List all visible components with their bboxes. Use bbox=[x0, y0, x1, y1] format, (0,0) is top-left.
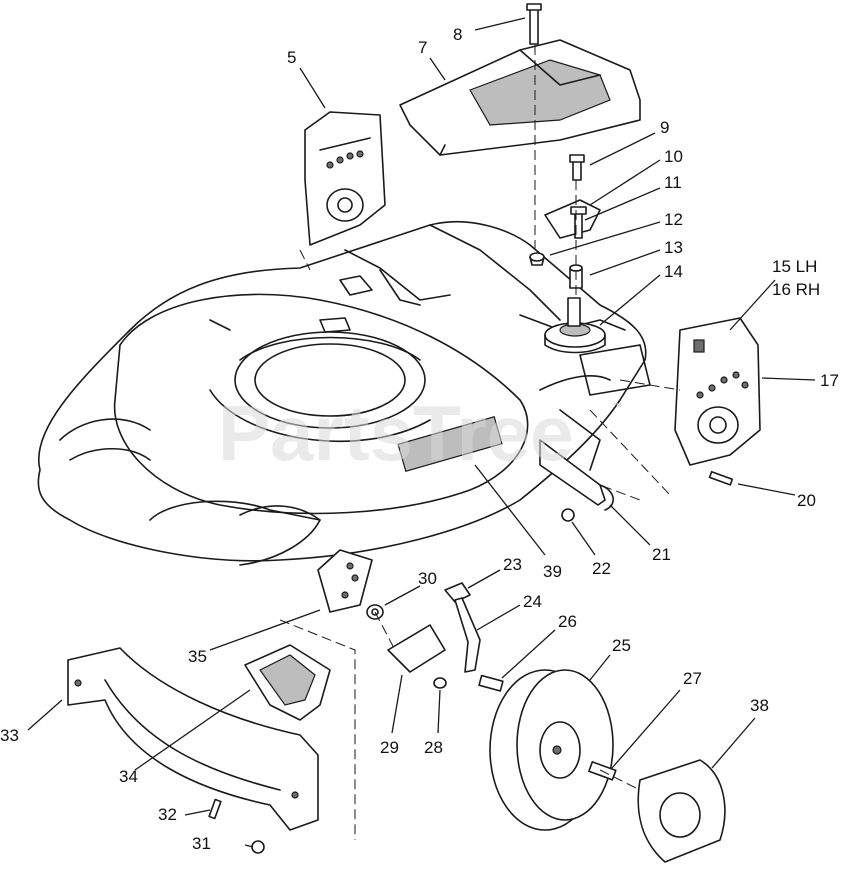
washer-28[interactable] bbox=[433, 677, 447, 689]
bolt-11[interactable] bbox=[570, 206, 587, 239]
callout-5[interactable]: 5 bbox=[287, 48, 296, 67]
callout-31[interactable]: 31 bbox=[192, 834, 211, 853]
height-adjust-plate[interactable] bbox=[674, 317, 761, 466]
callout-21[interactable]: 21 bbox=[652, 545, 671, 564]
callout-34[interactable]: 34 bbox=[119, 767, 138, 786]
callout-17[interactable]: 17 bbox=[820, 371, 839, 390]
spacer-12[interactable] bbox=[529, 252, 545, 266]
bolt-8[interactable] bbox=[526, 3, 542, 45]
height-bracket-5[interactable] bbox=[304, 111, 386, 246]
callout-labels: 5 7 8 9 10 11 12 13 14 15 LH 16 RH 17 20… bbox=[0, 25, 839, 853]
wheel-25[interactable] bbox=[489, 669, 614, 831]
callout-11[interactable]: 11 bbox=[664, 173, 682, 192]
callout-10[interactable]: 10 bbox=[664, 147, 683, 166]
callout-30[interactable]: 30 bbox=[418, 569, 437, 588]
watermark: PartsTree ™ bbox=[218, 389, 622, 477]
mower-deck[interactable] bbox=[37, 221, 671, 566]
leader-lines bbox=[27, 17, 816, 848]
callout-14[interactable]: 14 bbox=[664, 262, 683, 281]
axle-rod-21[interactable] bbox=[539, 439, 614, 511]
callout-39[interactable]: 39 bbox=[543, 562, 562, 581]
pivot-bracket-35[interactable] bbox=[317, 549, 373, 613]
bolt-9[interactable] bbox=[569, 154, 585, 181]
callout-15-lh[interactable]: 15 LH bbox=[772, 257, 817, 276]
callout-12[interactable]: 12 bbox=[664, 210, 683, 229]
rear-flap-33[interactable] bbox=[67, 647, 319, 831]
callout-20[interactable]: 20 bbox=[797, 491, 816, 510]
arm-24[interactable] bbox=[454, 597, 481, 673]
callout-8[interactable]: 8 bbox=[453, 25, 462, 44]
callout-33[interactable]: 33 bbox=[0, 726, 19, 745]
callout-23[interactable]: 23 bbox=[503, 555, 522, 574]
hubcap-38[interactable] bbox=[637, 759, 726, 863]
assembly-lines bbox=[279, 45, 681, 840]
deflector-34[interactable] bbox=[244, 644, 331, 721]
bolt-20[interactable] bbox=[708, 470, 734, 486]
hood-cover[interactable] bbox=[399, 39, 641, 156]
callout-32[interactable]: 32 bbox=[158, 805, 177, 824]
callout-35[interactable]: 35 bbox=[188, 647, 207, 666]
callout-38[interactable]: 38 bbox=[750, 696, 769, 715]
svg-text:PartsTree: PartsTree bbox=[218, 389, 574, 477]
svg-text:™: ™ bbox=[612, 402, 622, 413]
callout-29[interactable]: 29 bbox=[380, 738, 399, 757]
bracket-10[interactable] bbox=[544, 199, 601, 239]
callout-24[interactable]: 24 bbox=[523, 592, 542, 611]
nut-31[interactable] bbox=[251, 840, 265, 854]
bolt-26[interactable] bbox=[478, 674, 504, 692]
lever-23[interactable] bbox=[444, 582, 471, 603]
callout-13[interactable]: 13 bbox=[664, 238, 683, 257]
callout-28[interactable]: 28 bbox=[424, 738, 443, 757]
callout-26[interactable]: 26 bbox=[558, 612, 577, 631]
callout-25[interactable]: 25 bbox=[612, 636, 631, 655]
callout-16-rh[interactable]: 16 RH bbox=[772, 280, 820, 299]
pivot-plate-29[interactable] bbox=[387, 624, 446, 673]
callout-7[interactable]: 7 bbox=[418, 38, 427, 57]
nut-22[interactable] bbox=[561, 508, 575, 522]
screw-32[interactable] bbox=[208, 798, 222, 820]
callout-27[interactable]: 27 bbox=[683, 669, 702, 688]
callout-9[interactable]: 9 bbox=[660, 118, 669, 137]
callout-22[interactable]: 22 bbox=[592, 559, 611, 578]
pulley[interactable] bbox=[544, 297, 606, 354]
